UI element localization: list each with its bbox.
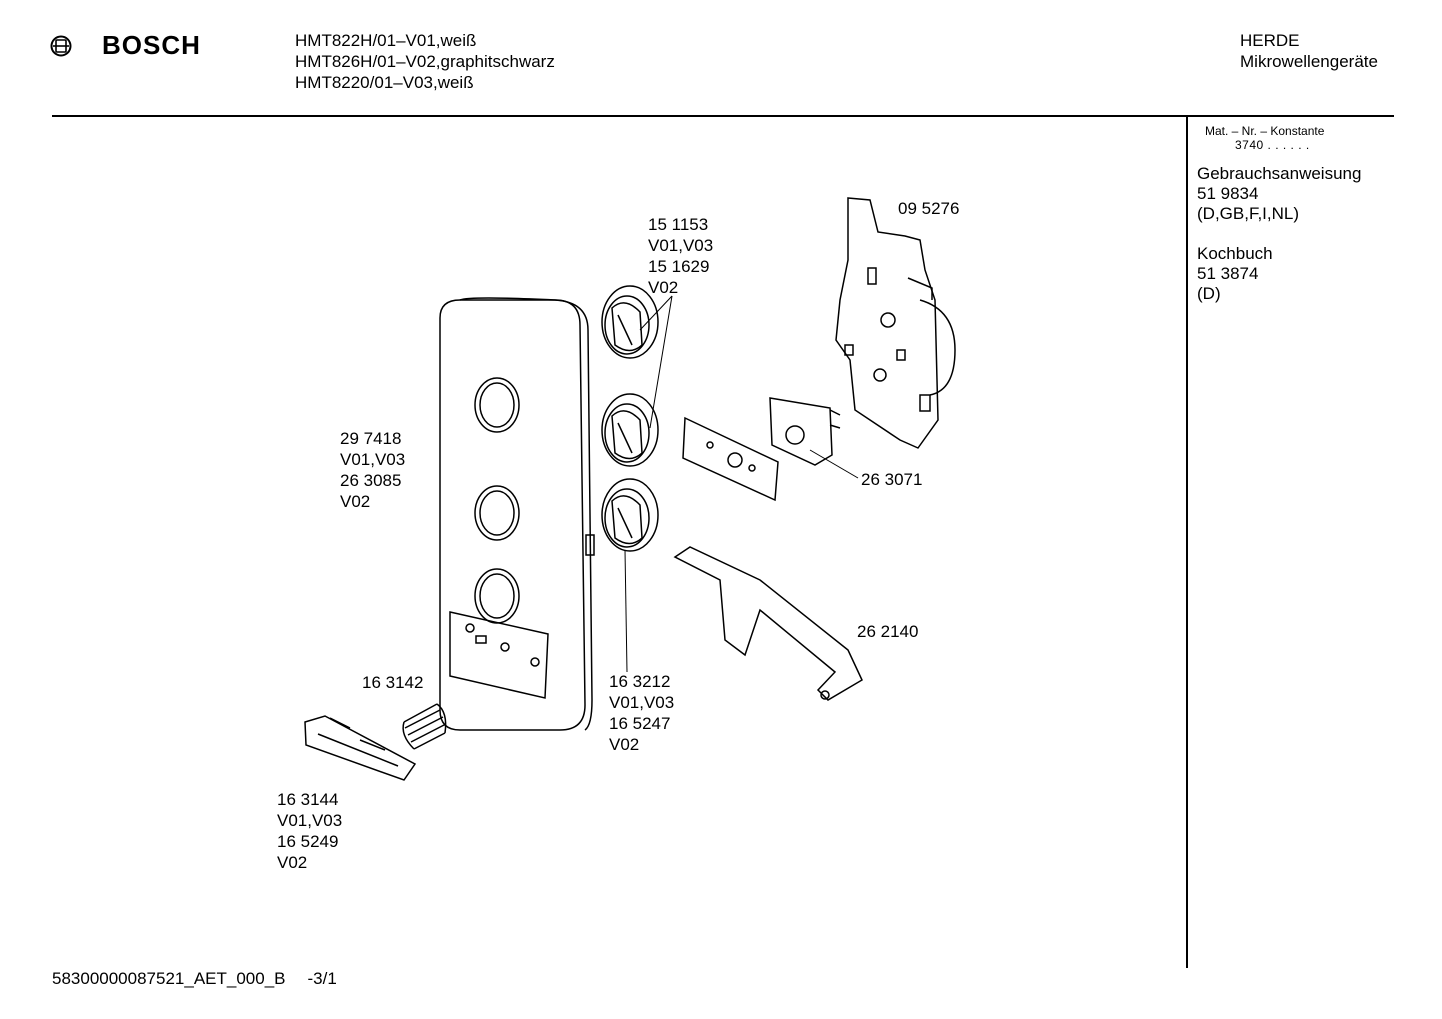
- knob-part: [601, 285, 659, 359]
- part-label-spring: 16 3142: [362, 672, 423, 693]
- part-number: 09 5276: [898, 199, 960, 218]
- product-category: HERDE Mikrowellengeräte: [1240, 30, 1378, 72]
- model-list: HMT822H/01–V01,weiß HMT826H/01–V02,graph…: [295, 30, 555, 93]
- category-line: HERDE: [1240, 31, 1300, 50]
- footer: 58300000087521_AET_000_B -3/1: [52, 969, 337, 989]
- push-button-part: [304, 715, 417, 781]
- manual-languages: (D,GB,F,I,NL): [1197, 204, 1300, 223]
- part-variant: V02: [648, 278, 679, 297]
- model-line: HMT822H/01–V01,weiß: [295, 31, 477, 50]
- part-variant: V02: [277, 853, 308, 872]
- cookbook-number: 51 3874: [1197, 264, 1259, 283]
- part-number: 26 3071: [861, 470, 923, 489]
- bracket-part: [673, 546, 863, 701]
- part-number: 26 2140: [857, 622, 919, 641]
- switch-part: [769, 397, 841, 466]
- timer-mechanism-part: [835, 197, 956, 449]
- knob-part: [601, 478, 659, 552]
- cookbook-block: Kochbuch 51 3874 (D): [1197, 244, 1361, 304]
- part-variant: V02: [340, 492, 371, 511]
- part-label-switch: 26 3071: [861, 469, 922, 490]
- part-label-knob-bottom: 16 3212 V01,V03 16 5247 V02: [609, 671, 674, 755]
- model-line: HMT8220/01–V03,weiß: [295, 73, 474, 92]
- part-number: 16 5247: [609, 714, 671, 733]
- cookbook-languages: (D): [1197, 284, 1221, 303]
- page-number: -3/1: [307, 969, 337, 988]
- part-label-bracket: 26 2140: [857, 621, 918, 642]
- part-number: 15 1629: [648, 257, 710, 276]
- material-number-value: 3740 . . . . . .: [1235, 138, 1310, 152]
- model-line: HMT826H/01–V02,graphitschwarz: [295, 52, 555, 71]
- manual-number: 51 9834: [1197, 184, 1259, 203]
- bosch-armature-icon: [50, 35, 72, 56]
- part-variant: V02: [609, 735, 640, 754]
- knob-part: [601, 393, 659, 467]
- part-label-panel: 29 7418 V01,V03 26 3085 V02: [340, 428, 405, 512]
- manual-block: Gebrauchsanweisung 51 9834 (D,GB,F,I,NL): [1197, 164, 1361, 224]
- part-number: 16 3144: [277, 790, 339, 809]
- part-number: 26 3085: [340, 471, 402, 490]
- part-variant: V01,V03: [340, 450, 406, 469]
- leader-lines: [624, 295, 859, 673]
- part-variant: V01,V03: [648, 236, 714, 255]
- part-number: 29 7418: [340, 429, 402, 448]
- part-variant: V01,V03: [277, 811, 343, 830]
- header-divider: [52, 115, 1394, 117]
- document-id: 58300000087521_AET_000_B: [52, 969, 286, 988]
- brand-logo: BOSCH: [50, 30, 201, 61]
- control-panel-part: [439, 297, 595, 731]
- part-variant: V01,V03: [609, 693, 675, 712]
- exploded-parts-drawing: [304, 197, 956, 781]
- cookbook-title: Kochbuch: [1197, 244, 1273, 263]
- material-number-label: Mat. – Nr. – Konstante: [1205, 124, 1325, 138]
- part-label-push-button: 16 3144 V01,V03 16 5249 V02: [277, 789, 342, 873]
- sidebar-info: Mat. – Nr. – Konstante 3740 . . . . . . …: [1197, 124, 1361, 304]
- part-number: 16 3212: [609, 672, 671, 691]
- manual-title: Gebrauchsanweisung: [1197, 164, 1362, 183]
- category-line: Mikrowellengeräte: [1240, 52, 1378, 71]
- sidebar-divider: [1186, 116, 1188, 968]
- part-label-mechanism: 09 5276: [898, 198, 959, 219]
- part-number: 16 5249: [277, 832, 339, 851]
- spring-part: [402, 703, 447, 750]
- part-number: 16 3142: [362, 673, 424, 692]
- brand-name: BOSCH: [102, 30, 201, 60]
- part-number: 15 1153: [648, 215, 709, 234]
- switch-plate-part: [682, 416, 779, 502]
- part-label-knobs-top: 15 1153 V01,V03 15 1629 V02: [648, 214, 713, 298]
